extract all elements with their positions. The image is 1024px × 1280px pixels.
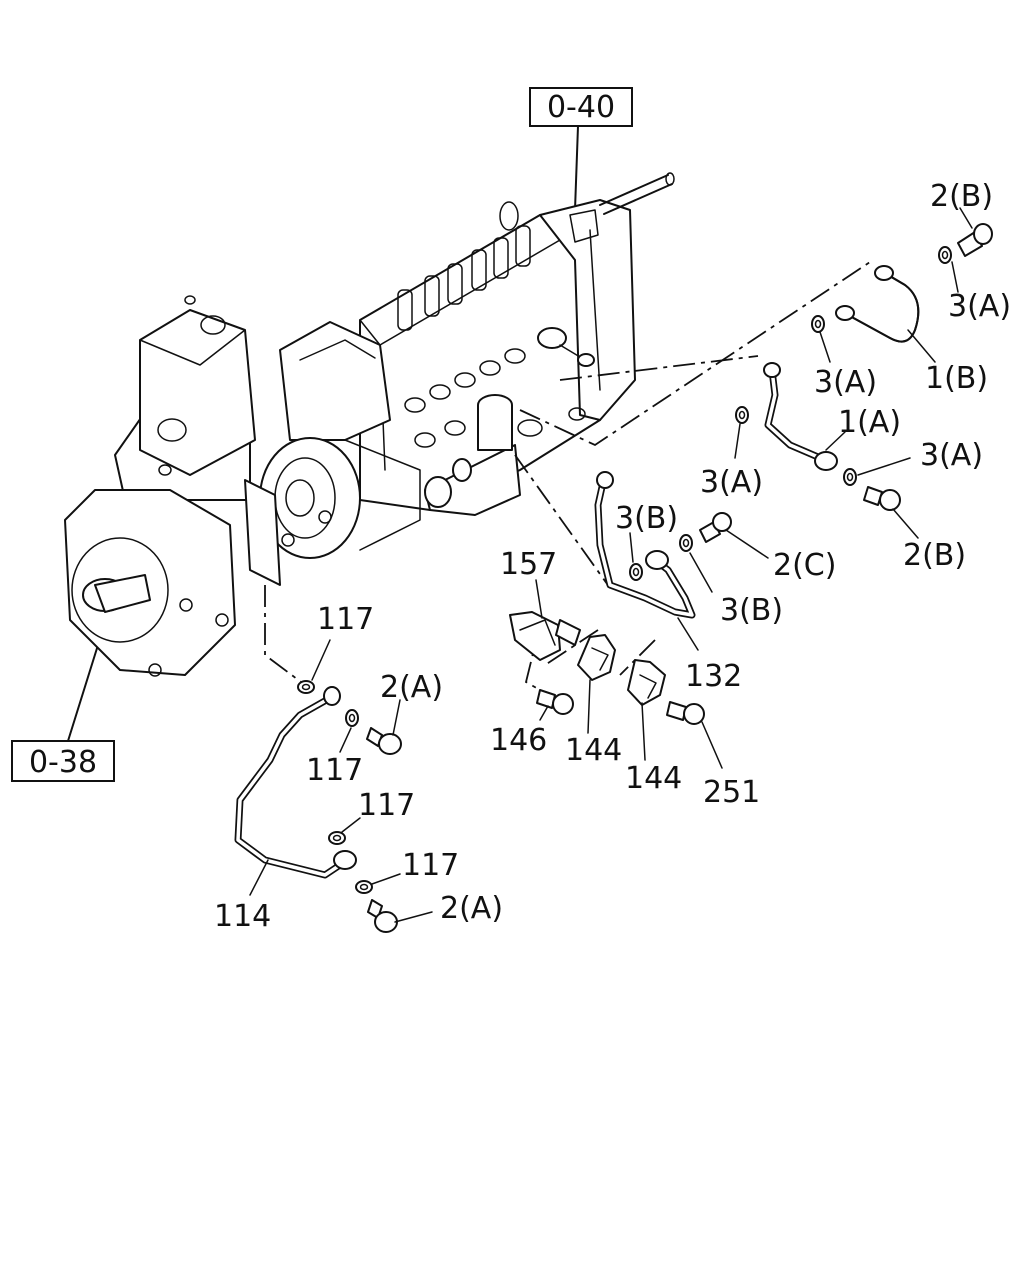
label-2b-mid: 2(B) [903, 538, 966, 573]
ref-top-leader [574, 125, 579, 211]
bolt-146[interactable] [536, 689, 574, 715]
label-2c: 2(C) [773, 548, 836, 583]
washer-3a-a[interactable] [938, 246, 952, 264]
ref-top-label: 0-40 [547, 90, 615, 125]
washer-3a-c[interactable] [735, 406, 749, 424]
pipe-1a[interactable] [763, 362, 838, 471]
label-3a-r2: 3(A) [814, 365, 877, 400]
pipe-1b[interactable] [835, 265, 920, 343]
injection-pump [359, 172, 675, 516]
ref-left-leader [67, 644, 99, 742]
callout-labels: 2(B) 3(A) 3(A) 1(B) 1(A) 3(A) 3(A) 2(B) … [214, 179, 1011, 934]
washer-117-d[interactable] [355, 880, 373, 894]
washer-3b-b[interactable] [679, 534, 693, 552]
pipe-132[interactable] [594, 471, 696, 619]
bolt-2b-mid[interactable] [863, 486, 901, 511]
ref-left-label: 0-38 [29, 745, 97, 780]
label-3a-r4: 3(A) [920, 438, 983, 473]
label-117b: 117 [306, 753, 363, 788]
label-146: 146 [490, 723, 547, 758]
air-compressor [64, 295, 281, 677]
label-117d: 117 [402, 848, 459, 883]
pipe-114[interactable] [234, 686, 357, 879]
bolt-2a-a[interactable] [366, 727, 402, 755]
label-3b-a: 3(B) [615, 501, 678, 536]
label-2a-b: 2(A) [440, 891, 503, 926]
washer-3b-a[interactable] [629, 563, 643, 581]
label-3b-b: 3(B) [720, 593, 783, 628]
label-2b-top: 2(B) [930, 179, 993, 214]
label-117c: 117 [358, 788, 415, 823]
clip-144-b[interactable] [627, 659, 666, 706]
washer-117-b[interactable] [345, 709, 359, 727]
assembly-lines [264, 261, 871, 691]
bolt-2c[interactable] [699, 512, 732, 543]
bolt-251[interactable] [666, 701, 705, 725]
label-3a-r1: 3(A) [948, 289, 1011, 324]
label-251: 251 [703, 775, 760, 810]
label-157: 157 [500, 547, 557, 582]
clip-144-a[interactable] [577, 634, 616, 681]
label-3a-r3: 3(A) [700, 465, 763, 500]
washer-3a-d[interactable] [843, 468, 857, 486]
ref-box-top[interactable]: 0-40 [529, 87, 633, 127]
label-117a: 117 [317, 602, 374, 637]
ref-box-left[interactable]: 0-38 [11, 740, 115, 782]
bolt-2b-top[interactable] [957, 223, 993, 257]
label-1b: 1(B) [925, 361, 988, 396]
label-144a: 144 [565, 733, 622, 768]
label-1a: 1(A) [838, 405, 901, 440]
timer-coupling [259, 321, 421, 559]
clip-157[interactable] [509, 611, 581, 661]
label-2a-a: 2(A) [380, 670, 443, 705]
bolt-2a-b[interactable] [367, 899, 398, 933]
washer-3a-b[interactable] [811, 315, 825, 333]
washer-117-c[interactable] [328, 831, 346, 845]
label-114: 114 [214, 899, 271, 934]
label-132: 132 [685, 659, 742, 694]
leader-lines [249, 207, 973, 923]
label-144b: 144 [625, 761, 682, 796]
washer-117-a[interactable] [297, 680, 315, 694]
